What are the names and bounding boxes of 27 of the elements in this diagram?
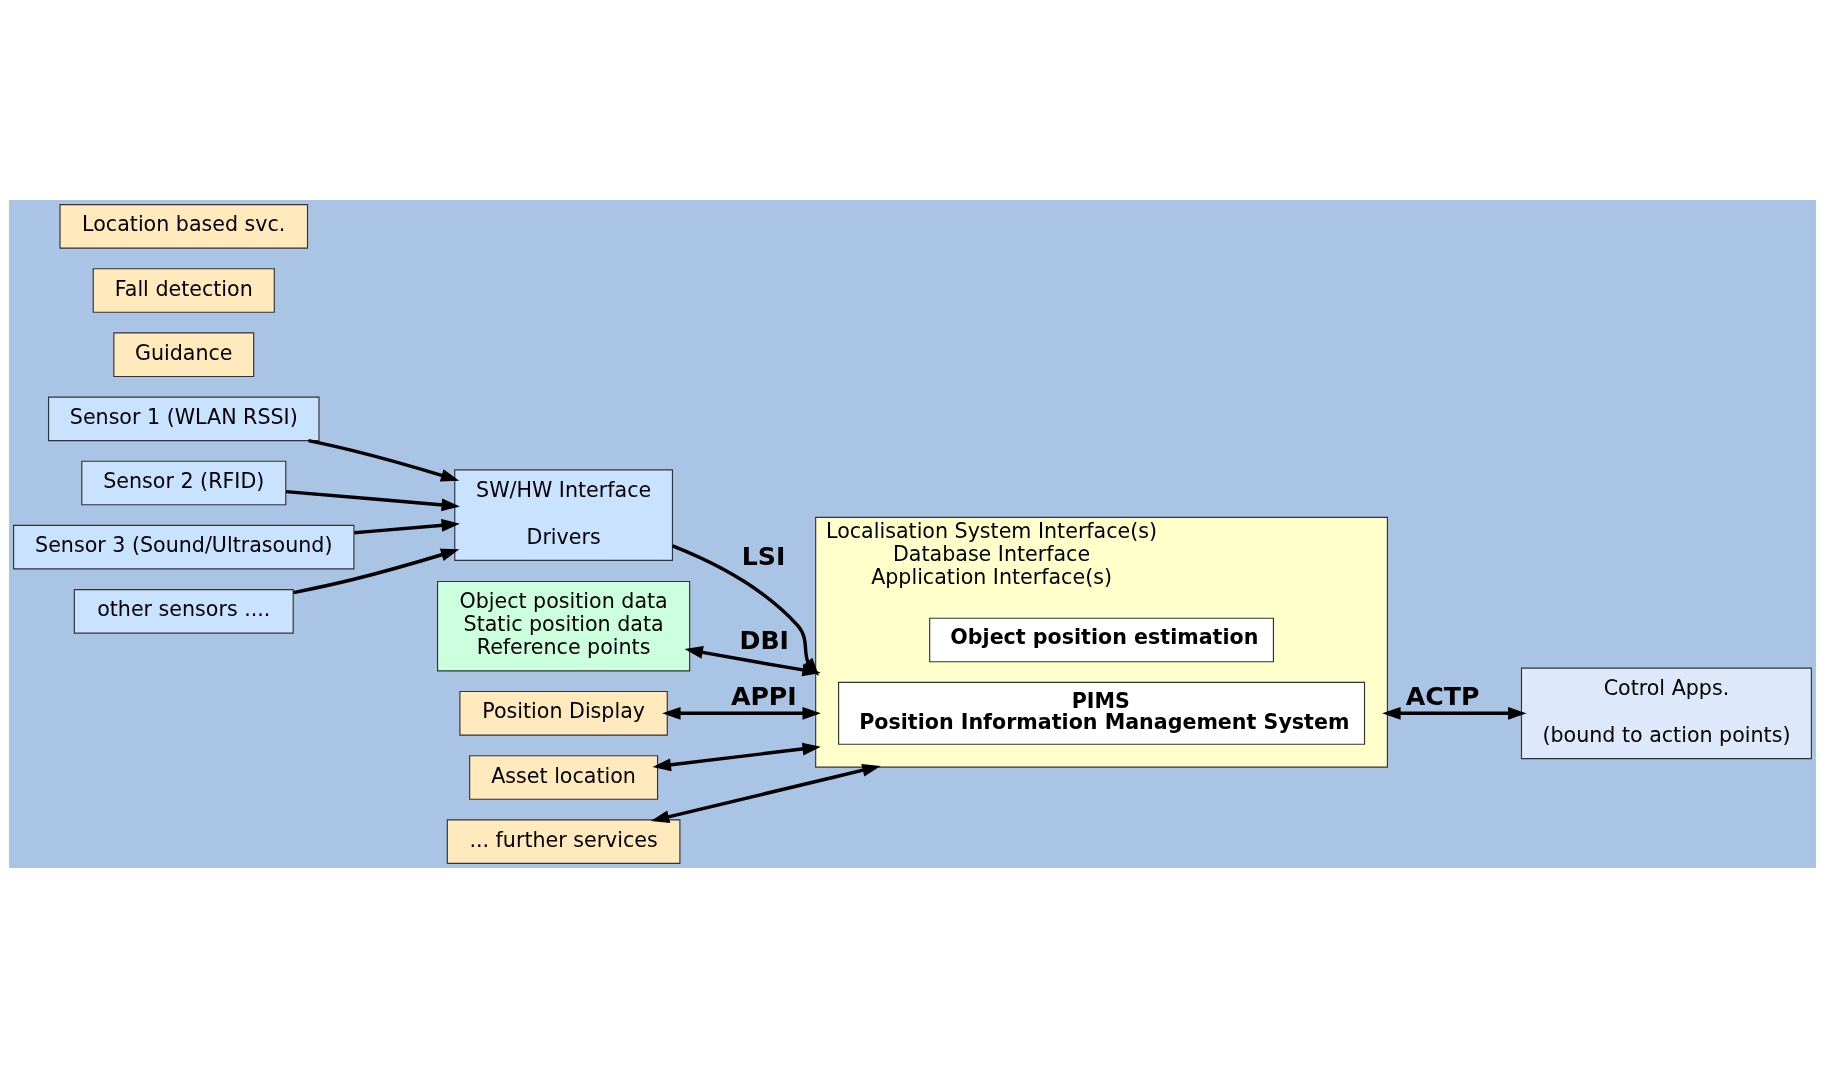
arrow bbox=[650, 763, 881, 823]
arrow bbox=[662, 706, 821, 720]
node-box: Asset location bbox=[469, 754, 659, 800]
node-box: Fall detection bbox=[92, 267, 275, 313]
node-box: Cotrol Apps. (bound to action points) bbox=[1520, 667, 1812, 759]
node-box: Object position estimation bbox=[929, 617, 1274, 662]
arrow bbox=[1382, 706, 1527, 720]
edge-label: DBI bbox=[739, 625, 789, 655]
arrow bbox=[293, 548, 460, 594]
arrow bbox=[652, 742, 821, 771]
node-box: Sensor 1 (WLAN RSSI) bbox=[48, 396, 320, 441]
node-box: ... further services bbox=[446, 818, 681, 864]
node-box: Sensor 2 (RFID) bbox=[81, 460, 287, 505]
node-box: Position Display bbox=[459, 690, 668, 736]
arrow bbox=[285, 489, 460, 511]
arrow bbox=[354, 518, 460, 534]
node-box: other sensors .... bbox=[73, 588, 294, 634]
arrow bbox=[308, 438, 460, 482]
edge-label: APPI bbox=[730, 681, 797, 711]
node-box: PIMS Position Information Management System bbox=[838, 681, 1366, 745]
node-box: Guidance bbox=[113, 331, 255, 377]
node-box: Object position data Static position data Reference points bbox=[437, 580, 691, 671]
node-box: Sensor 3 (Sound/Ultrasound) bbox=[13, 524, 355, 570]
edge-label: LSI bbox=[741, 541, 786, 571]
node-box: Location based svc. bbox=[59, 203, 309, 249]
edge-label: ACTP bbox=[1405, 681, 1480, 711]
node-box: SW/HW Interface Drivers bbox=[454, 468, 674, 561]
